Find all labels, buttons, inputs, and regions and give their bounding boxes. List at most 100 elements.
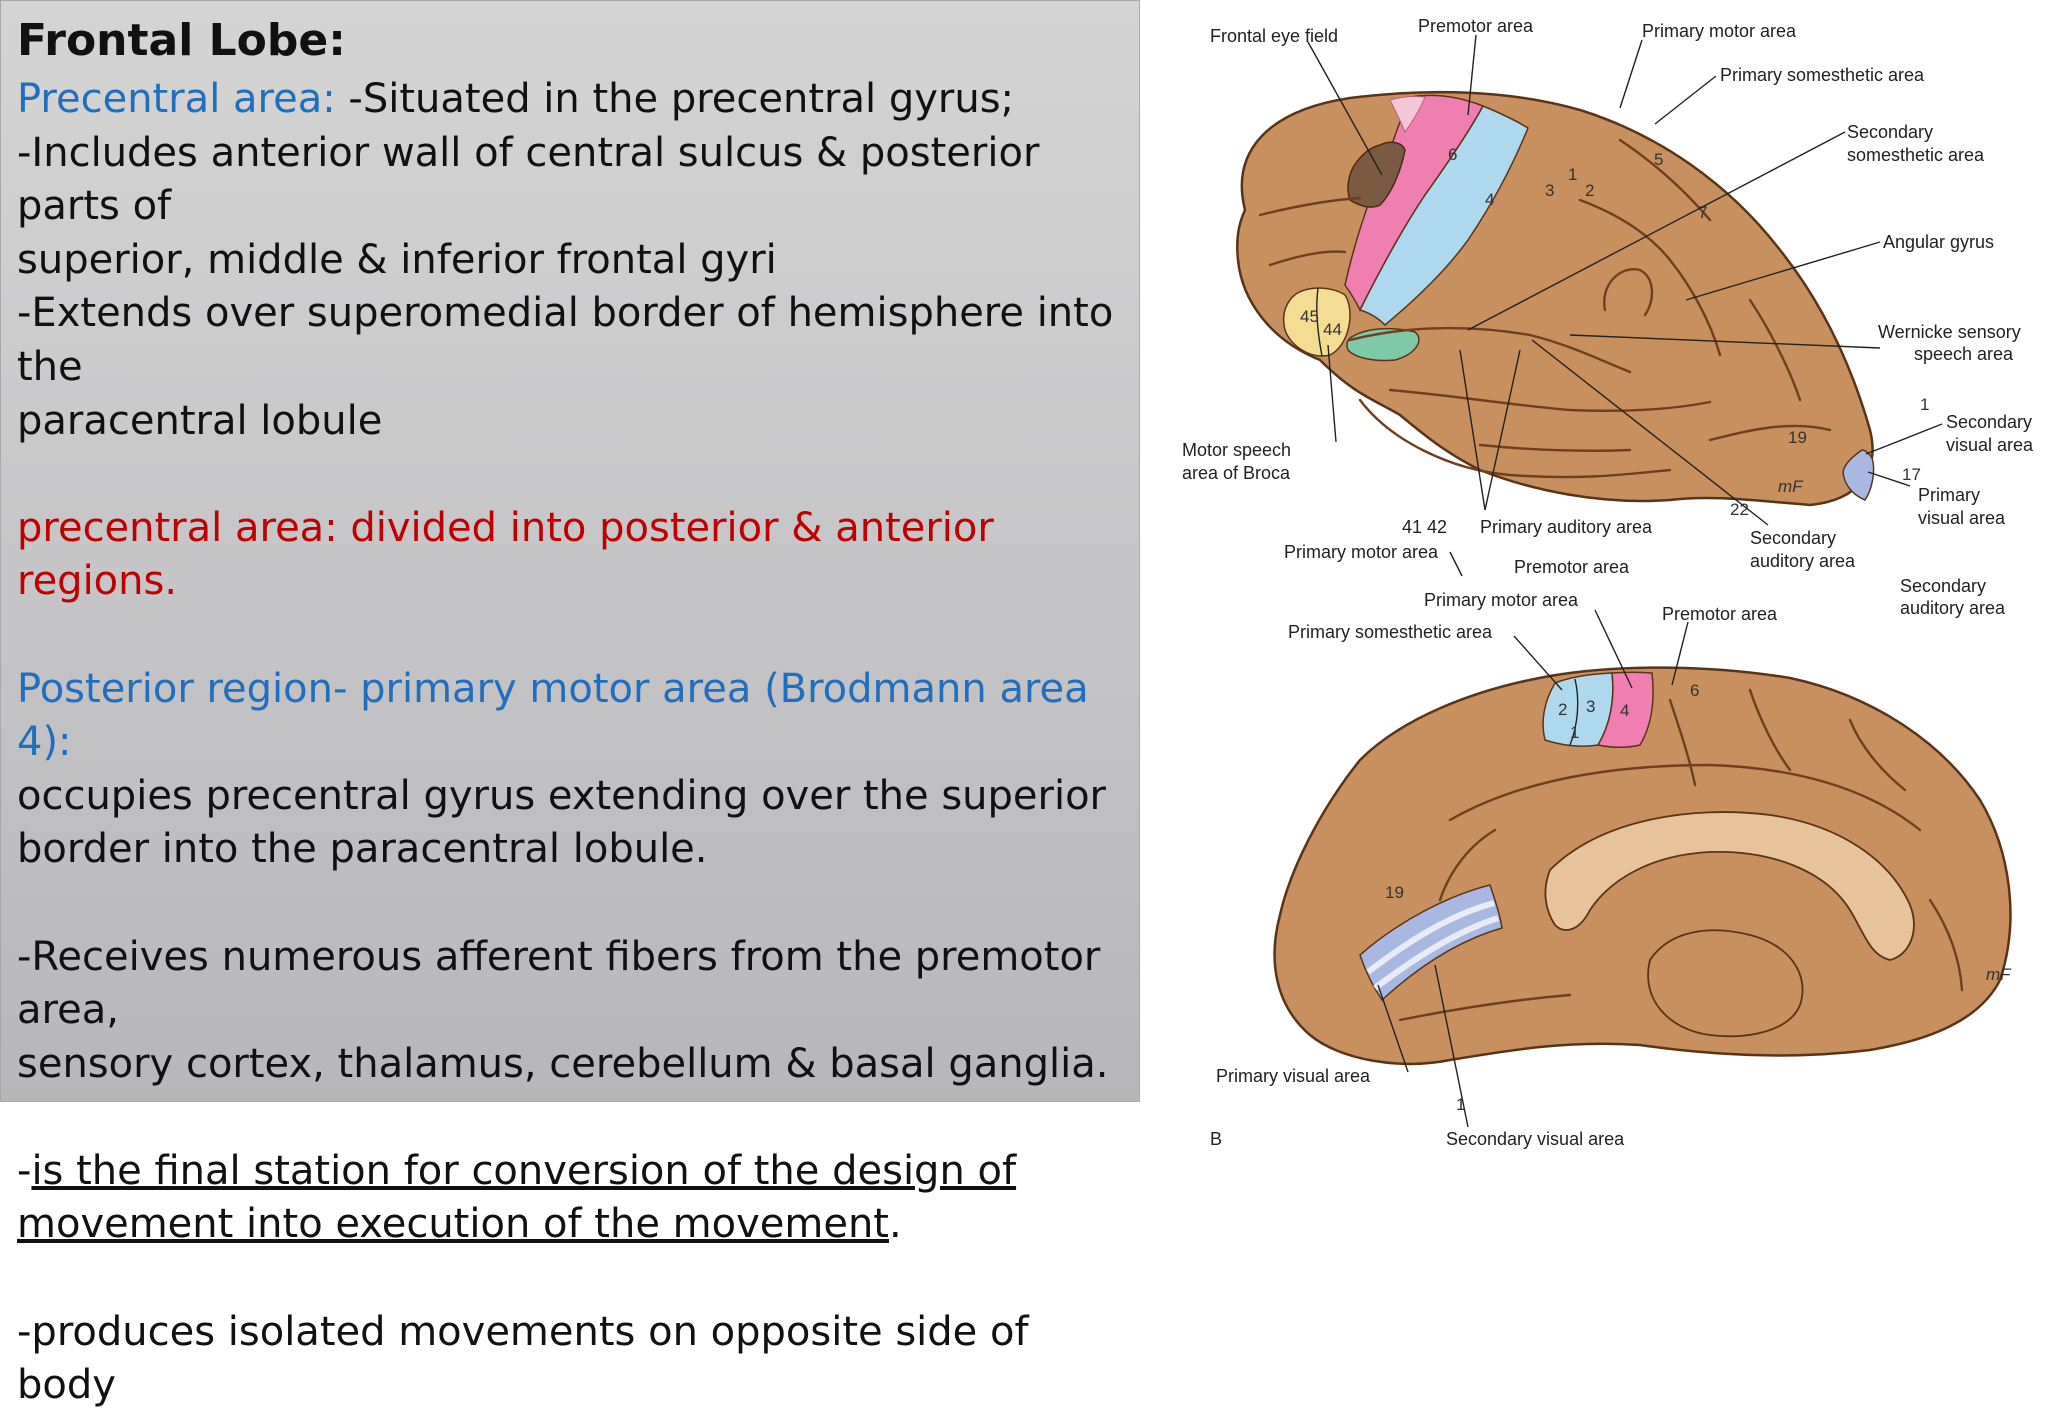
area-number-6: 6 xyxy=(1448,145,1457,164)
leader-frontal-eye-field xyxy=(1307,41,1383,176)
label-secondary-somesthetic-1: Secondary xyxy=(1847,122,1933,142)
area-number-22: 22 xyxy=(1730,500,1749,519)
precentral-area-location: -Situated in the precentral gyrus; xyxy=(335,76,1015,122)
label-secondary-visual-2: visual area xyxy=(1946,435,2034,455)
spacer xyxy=(17,1091,1123,1145)
leader-primary-somesthetic xyxy=(1654,75,1717,125)
medial-sulcus-1 xyxy=(1668,698,1697,787)
border-line: border into the paracentral lobule. xyxy=(17,826,708,873)
label-secondary-auditory-2: auditory area xyxy=(1750,551,1856,571)
slide-title: Frontal Lobe: xyxy=(17,15,346,66)
area-number-45: 45 xyxy=(1300,307,1319,326)
angular-loop xyxy=(1603,268,1654,317)
cingulate-sulcus xyxy=(1448,763,1922,832)
frontal-sulcus-2 xyxy=(1268,250,1347,267)
medial-inner-structure xyxy=(1647,929,1804,1038)
primary-somesthetic-area xyxy=(1358,105,1529,327)
occipital-lower-sulcus xyxy=(1708,424,1832,442)
leader-primary-motor-low xyxy=(1449,551,1463,577)
label-secondary-somesthetic-2: somesthetic area xyxy=(1847,145,1985,165)
label-medial-primary-motor: Primary motor area xyxy=(1424,590,1579,610)
label-primary-visual-2: visual area xyxy=(1918,508,2006,528)
afferent-line: -Receives numerous afferent fibers from … xyxy=(17,933,1101,1034)
area-number-3: 3 xyxy=(1545,181,1554,200)
medial-sulcus-6 xyxy=(1928,898,1964,992)
label-broca-1: Motor speech xyxy=(1182,440,1291,460)
area-number-1: 1 xyxy=(1568,165,1577,184)
medial-number-6: 6 xyxy=(1690,681,1699,700)
label-medial-premotor: Premotor area xyxy=(1662,604,1778,624)
period: . xyxy=(888,1201,902,1248)
leader-medial-motor xyxy=(1594,609,1633,689)
isolated-movements-line: -produces isolated movements on opposite… xyxy=(17,1308,1029,1409)
label-primary-visual-1: Primary xyxy=(1918,485,1980,505)
label-primary-auditory-area: Primary auditory area xyxy=(1480,517,1653,537)
leader-primary-auditory xyxy=(1459,349,1486,511)
medial-divider-1 xyxy=(1569,678,1579,746)
premotor-hatched xyxy=(1389,95,1426,134)
lateral-brain-view: 6 4 3 1 2 5 7 45 44 19 1 17 22 mF Fronta… xyxy=(1182,16,2034,618)
leader-wernicke xyxy=(1569,334,1881,349)
area-number-19: 19 xyxy=(1788,428,1807,447)
label-primary-motor-area-low: Primary motor area xyxy=(1284,542,1439,562)
label-secondary-visual-1: Secondary xyxy=(1946,412,2032,432)
area-number-4: 4 xyxy=(1485,190,1494,209)
figure-letter: B xyxy=(1210,1129,1222,1149)
leader-secondary-visual-medial xyxy=(1434,964,1469,1128)
leader-primary-auditory-2 xyxy=(1484,349,1521,511)
leader-angular-gyrus xyxy=(1685,241,1881,301)
temporal-lower-sulcus xyxy=(1478,443,1632,452)
spacer xyxy=(17,609,1123,663)
leader-broca xyxy=(1327,344,1337,443)
extends-line: -Extends over superomedial border of hem… xyxy=(17,290,1114,390)
medial-sulcus-2 xyxy=(1748,688,1792,772)
area-number-7: 7 xyxy=(1698,203,1707,222)
area-number-44: 44 xyxy=(1323,320,1342,339)
label-premotor-area: Premotor area xyxy=(1418,16,1534,36)
area-number-2: 2 xyxy=(1585,181,1594,200)
medial-motor-area xyxy=(1596,671,1654,748)
medial-number-1-visual: 1 xyxy=(1456,1095,1465,1114)
label-primary-somesthetic-area: Primary somesthetic area xyxy=(1720,65,1925,85)
medial-number-4: 4 xyxy=(1620,701,1629,720)
label-broca-2: area of Broca xyxy=(1182,463,1291,483)
precentral-area-paragraph: Precentral area: -Situated in the precen… xyxy=(17,73,1123,127)
medial-visual-stripe-2 xyxy=(1373,915,1499,991)
label-secondary-auditory-cut-2: auditory area xyxy=(1900,598,2006,618)
medial-number-3: 3 xyxy=(1586,697,1595,716)
label-angular-gyrus: Angular gyrus xyxy=(1883,232,1994,252)
label-frontal-eye-field: Frontal eye field xyxy=(1210,26,1338,46)
medial-number-2: 2 xyxy=(1558,700,1567,719)
leader-primary-visual-medial xyxy=(1377,984,1409,1073)
label-secondary-auditory-cut-1: Secondary xyxy=(1900,576,1986,596)
leader-secondary-auditory xyxy=(1531,339,1769,526)
medial-sulcus-3 xyxy=(1848,718,1907,792)
label-areas-41-42: 41 42 xyxy=(1402,517,1447,537)
precentral-area-label: Precentral area: xyxy=(17,76,336,122)
leader-primary-motor xyxy=(1619,39,1643,109)
leader-medial-premotor xyxy=(1671,621,1689,686)
occupies-line: occupies precentral gyrus extending over… xyxy=(17,772,1107,819)
label-primary-visual-area: Primary visual area xyxy=(1216,1066,1371,1086)
includes-line: -Includes anterior wall of central sulcu… xyxy=(17,129,1040,230)
spacer xyxy=(17,877,1123,931)
gyri-line: superior, middle & inferior frontal gyri xyxy=(17,236,777,283)
area-number-1-visual: 1 xyxy=(1920,395,1929,414)
leader-secondary-somesthetic xyxy=(1467,131,1846,331)
medial-number-1: 1 xyxy=(1570,723,1579,742)
label-wernicke-2: speech area xyxy=(1914,344,2014,364)
medial-sulcus-5 xyxy=(1398,993,1572,1022)
spacer xyxy=(17,448,1123,502)
posterior-region-heading: Posterior region- primary motor area (Br… xyxy=(17,665,1089,766)
medial-sulcus-4 xyxy=(1438,828,1497,902)
lateral-signature: mF xyxy=(1778,477,1804,496)
lateral-visual-area xyxy=(1842,449,1875,501)
label-secondary-visual-area: Secondary visual area xyxy=(1446,1129,1625,1149)
label-wernicke-1: Wernicke sensory xyxy=(1878,322,2021,342)
corpus-callosum xyxy=(1544,811,1915,961)
frontal-sulcus-1 xyxy=(1258,196,1362,217)
label-medial-primary-somesthetic: Primary somesthetic area xyxy=(1288,622,1493,642)
final-station-line: -is the final station for conversion of … xyxy=(17,1145,1123,1199)
final-station-text: is the final station for conversion of t… xyxy=(31,1147,1017,1194)
brain-diagram: 6 4 3 1 2 5 7 45 44 19 1 17 22 mF Fronta… xyxy=(1182,16,2034,1149)
